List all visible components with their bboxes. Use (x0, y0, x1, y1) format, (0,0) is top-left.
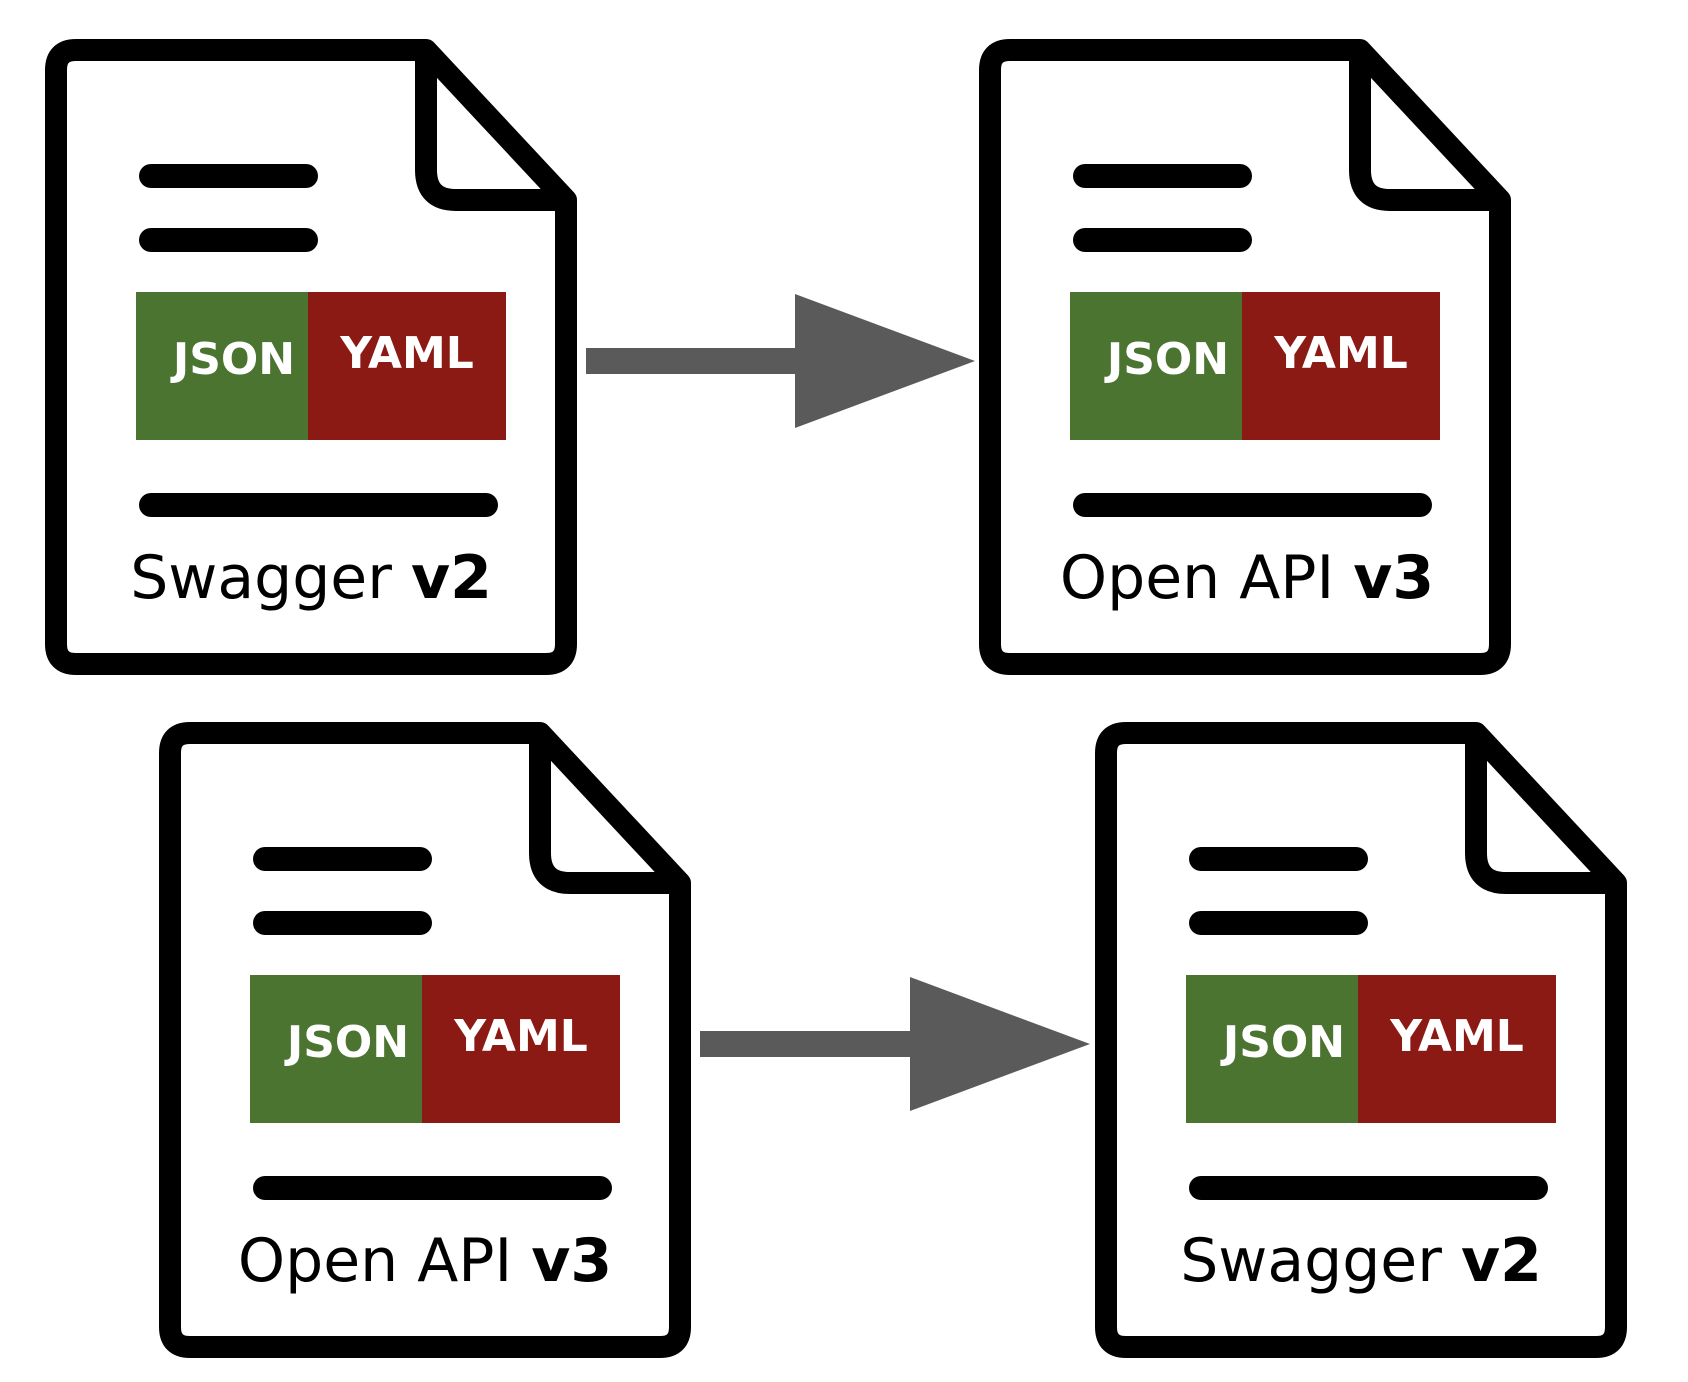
document-swagger-v2-source: JSON YAML Swagger v2 (45, 39, 577, 675)
json-format-block (1186, 975, 1358, 1123)
page-fold-icon (1349, 50, 1500, 211)
spec-name: Open API (1060, 543, 1334, 613)
yaml-label: YAML (339, 328, 474, 379)
yaml-format-block (1242, 292, 1440, 440)
page-fold-icon (1465, 733, 1616, 894)
yaml-format-block (1358, 975, 1556, 1123)
spec-caption: Swagger v2 (130, 543, 492, 613)
conversion-arrow-bottom (700, 977, 1090, 1111)
spec-version: v2 (1461, 1226, 1542, 1296)
json-format-block (136, 292, 308, 440)
document-openapi-v3-source: JSON YAML Open API v3 (159, 722, 691, 1358)
yaml-format-block (422, 975, 620, 1123)
document-swagger-v2-target: JSON YAML Swagger v2 (1095, 722, 1627, 1358)
spec-version: v2 (411, 543, 492, 613)
json-label: JSON (284, 1017, 409, 1068)
yaml-label: YAML (453, 1011, 588, 1062)
yaml-format-block (308, 292, 506, 440)
conversion-arrow-top (586, 294, 975, 428)
yaml-label: YAML (1389, 1011, 1524, 1062)
spec-name: Swagger (1180, 1226, 1442, 1296)
spec-name: Swagger (130, 543, 392, 613)
json-label: JSON (1104, 334, 1229, 385)
right-arrow-icon (700, 977, 1090, 1111)
spec-version: v3 (1353, 543, 1434, 613)
json-label: JSON (1220, 1017, 1345, 1068)
document-openapi-v3-target: JSON YAML Open API v3 (979, 39, 1511, 675)
yaml-label: YAML (1273, 328, 1408, 379)
page-fold-icon (415, 50, 566, 211)
spec-caption: Open API v3 (1060, 543, 1434, 613)
spec-name: Open API (238, 1226, 512, 1296)
page-fold-icon (529, 733, 680, 894)
json-format-block (250, 975, 422, 1123)
spec-version: v3 (531, 1226, 612, 1296)
json-label: JSON (170, 334, 295, 385)
spec-caption: Swagger v2 (1180, 1226, 1542, 1296)
spec-caption: Open API v3 (238, 1226, 612, 1296)
right-arrow-icon (586, 294, 975, 428)
json-format-block (1070, 292, 1242, 440)
